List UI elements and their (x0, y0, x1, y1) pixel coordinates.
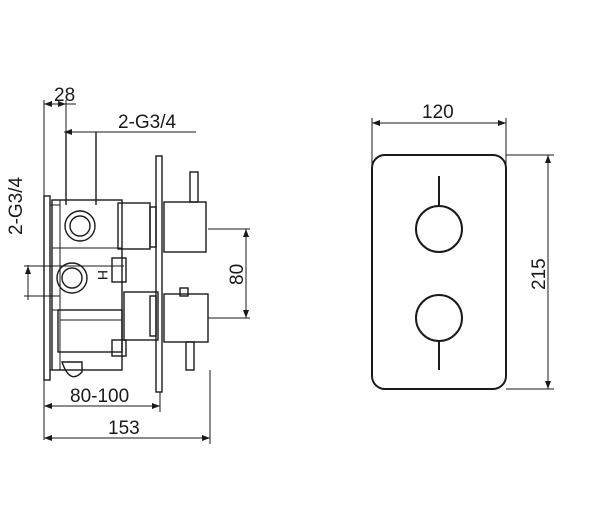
dim-width-label: 120 (422, 102, 454, 123)
upper-port (64, 210, 96, 242)
dim-inlet-label: 2-G3/4 (6, 176, 27, 235)
hot-marker: H (95, 270, 111, 280)
dim-inlet: 2-G3/4 (6, 176, 124, 300)
cover-plate (155, 155, 163, 393)
lower-port: H (56, 262, 111, 294)
front-plate (371, 154, 507, 390)
front-view: 120 215 (371, 102, 554, 390)
upper-handle (415, 176, 463, 253)
valve-body (51, 199, 127, 378)
lower-cartridge (123, 287, 209, 371)
dim-height: 215 (506, 154, 554, 390)
dim-centers-label: 80 (227, 264, 248, 285)
dim-depth-label: 28 (54, 85, 75, 106)
dim-total: 153 (44, 370, 211, 444)
dim-centers: 80 (208, 228, 250, 319)
dim-total-label: 153 (108, 418, 140, 439)
dim-outlet: 2-G3/4 (64, 112, 196, 205)
dim-outlet-label: 2-G3/4 (118, 112, 177, 133)
dim-wall-label: 80-100 (70, 386, 129, 407)
lower-handle (415, 294, 463, 370)
upper-cartridge (117, 171, 207, 253)
side-view: 28 2-G3/4 2-G3/4 (6, 85, 250, 444)
dim-height-label: 215 (529, 258, 550, 290)
wall-plate (43, 195, 51, 381)
dim-wall: 80-100 (44, 386, 161, 412)
